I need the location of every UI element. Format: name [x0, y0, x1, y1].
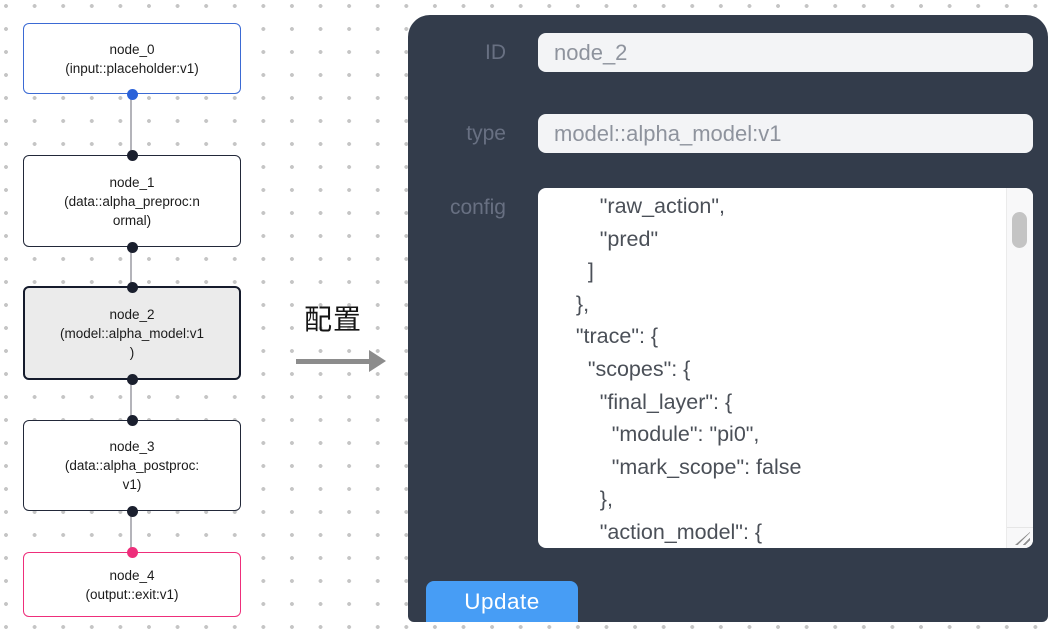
- target-handle-icon[interactable]: [126, 281, 138, 293]
- node-subtitle: (model::alpha_model:v1 ): [59, 325, 205, 360]
- edge-node1-node2: [130, 247, 132, 286]
- node-subtitle: (output::exit:v1): [85, 586, 179, 602]
- target-handle-icon[interactable]: [126, 414, 138, 426]
- resize-grip-icon: [1015, 532, 1030, 545]
- edge-node3-node4: [130, 511, 132, 552]
- node-title: node_4: [109, 567, 155, 583]
- source-handle-icon[interactable]: [126, 373, 138, 385]
- update-button[interactable]: Update: [426, 581, 578, 622]
- source-handle-icon[interactable]: [126, 505, 138, 517]
- target-handle-icon[interactable]: [126, 149, 138, 161]
- flow-node-node_4[interactable]: node_4 (output::exit:v1): [23, 546, 241, 617]
- flow-node-node_1[interactable]: node_1 (data::alpha_preproc:n ormal): [23, 149, 241, 253]
- edge-node2-node3: [130, 380, 132, 420]
- node-title: node_0: [109, 41, 155, 57]
- id-input[interactable]: [538, 33, 1033, 72]
- node-subtitle: (input::placeholder:v1): [65, 60, 199, 76]
- config-textarea[interactable]: "raw_action", "pred" ] }, "trace": { "sc…: [538, 188, 1033, 548]
- config-field-label: config: [449, 196, 506, 219]
- node-title: node_1: [109, 174, 155, 190]
- flow-node-node_0[interactable]: node_0 (input::placeholder:v1): [23, 23, 241, 100]
- source-handle-icon[interactable]: [126, 241, 138, 253]
- scrollbar-track[interactable]: [1006, 188, 1033, 548]
- resize-handle[interactable]: [1007, 527, 1033, 548]
- flow-node-node_2-selected[interactable]: node_2 (model::alpha_model:v1 ): [23, 281, 241, 385]
- configure-annotation: 配置: [293, 298, 397, 372]
- node-title: node_2: [109, 306, 155, 322]
- type-field-label: type: [466, 122, 506, 145]
- edge-node0-node1: [130, 94, 132, 155]
- node-config-panel: ID type config "raw_action", "pred" ] },…: [408, 15, 1048, 622]
- scrollbar-thumb[interactable]: [1012, 212, 1027, 248]
- target-handle-icon[interactable]: [126, 546, 138, 558]
- id-field-label: ID: [485, 41, 506, 64]
- node-subtitle: (data::alpha_postproc: v1): [64, 458, 200, 492]
- arrow-right-icon: [293, 350, 397, 372]
- configure-label: 配置: [303, 304, 362, 335]
- source-handle-icon[interactable]: [126, 88, 138, 100]
- config-json-text[interactable]: "raw_action", "pred" ] }, "trace": { "sc…: [575, 194, 802, 544]
- flow-node-node_3[interactable]: node_3 (data::alpha_postproc: v1): [23, 414, 241, 517]
- type-input[interactable]: [538, 114, 1033, 153]
- node-title: node_3: [109, 439, 155, 454]
- node-subtitle: (data::alpha_preproc:n ormal): [64, 193, 200, 228]
